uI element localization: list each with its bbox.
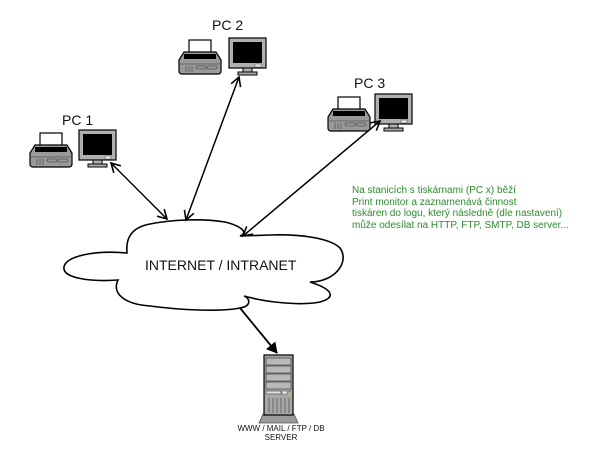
monitor-icon	[228, 37, 267, 76]
network-cloud	[63, 219, 344, 311]
pc3-label: PC 3	[354, 75, 386, 91]
network-label: INTERNET / INTRANET	[145, 257, 297, 273]
printer-icon	[327, 96, 371, 132]
server-label: WWW / MAIL / FTP / DB SERVER	[226, 424, 336, 442]
edge-network-server	[239, 307, 278, 354]
edge-pc1-network	[109, 161, 169, 221]
pc1-label: PC 1	[62, 112, 94, 128]
pc2-node	[178, 37, 267, 76]
note-line: Print monitor a zaznamenává činnost	[352, 196, 517, 208]
note-line: Na stanicích s tiskárnami (PC x) běží	[352, 185, 516, 196]
monitor-icon	[78, 129, 117, 168]
pc2-label: PC 2	[212, 17, 244, 33]
pc3-node	[327, 93, 413, 132]
edge-pc3-network	[241, 119, 382, 238]
pc1-node	[29, 129, 117, 168]
printer-icon	[29, 132, 73, 168]
server-label-line2: SERVER	[264, 433, 298, 442]
monitor-icon	[374, 93, 413, 132]
note-line: může odesílat na HTTP, FTP, SMTP, DB ser…	[352, 219, 569, 231]
printer-icon	[178, 39, 222, 75]
annotation-note: Na stanicích s tiskárnami (PC x) běží Pr…	[352, 185, 569, 231]
server-label-line1: WWW / MAIL / FTP / DB	[237, 424, 325, 433]
edge-pc2-network	[183, 75, 242, 222]
note-line: tiskáren do logu, který následně (dle na…	[352, 208, 563, 219]
server-icon	[258, 354, 299, 424]
